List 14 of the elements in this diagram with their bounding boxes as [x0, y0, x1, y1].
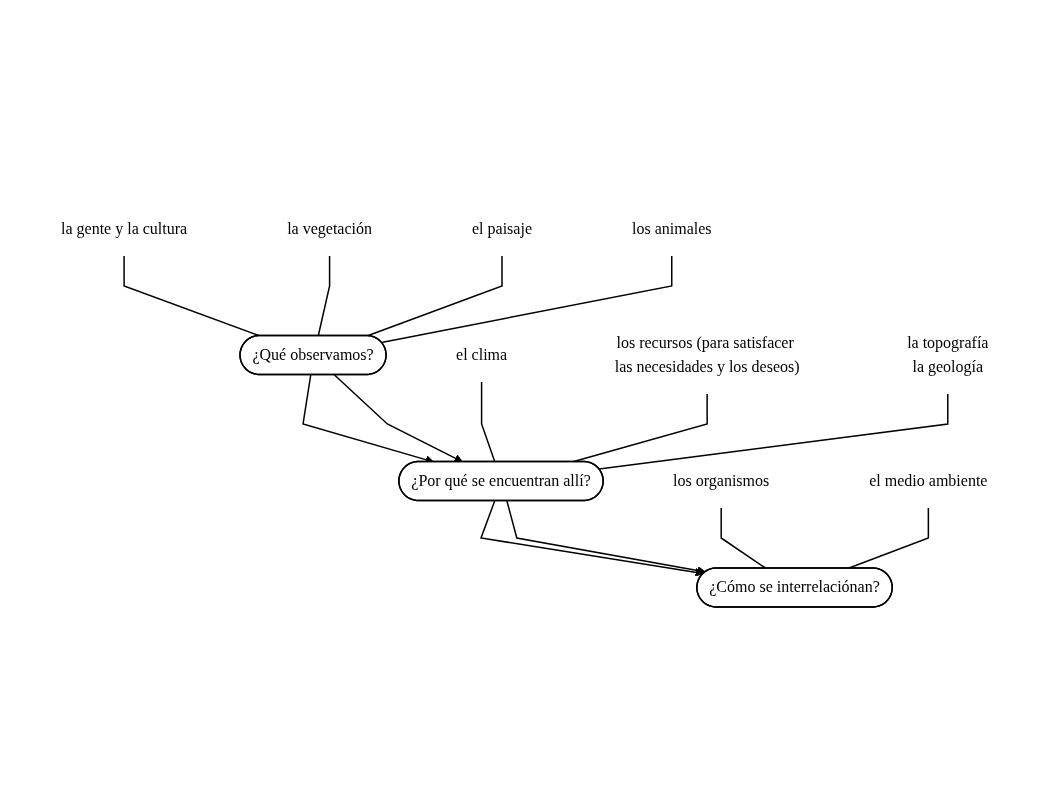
node-text: los organismos	[673, 471, 770, 489]
arrow	[334, 374, 464, 463]
node-text: el clima	[456, 345, 508, 363]
connector	[317, 255, 331, 337]
connector	[481, 381, 496, 463]
node-text: los animales	[632, 220, 712, 237]
node-text: la topografía la geología	[907, 333, 989, 375]
node-text: los recursos (para satisfacer las necesidades y los deseos)	[615, 333, 800, 375]
node-text: la vegetación	[287, 220, 373, 237]
connector	[381, 255, 673, 344]
node-text: el paisaje	[472, 220, 533, 237]
connector	[598, 393, 949, 470]
node-text: el medio ambiente	[869, 471, 988, 489]
node-text: la gente y la cultura	[61, 220, 188, 237]
